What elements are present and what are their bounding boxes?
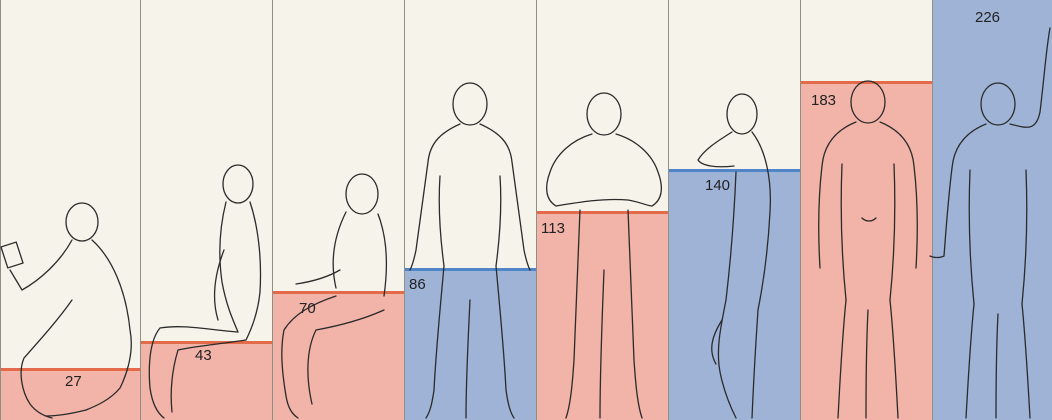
panel-fill: [273, 292, 404, 420]
panel-5: 113: [536, 0, 668, 420]
panel-4: 86: [404, 0, 536, 420]
height-label: 226: [975, 10, 1000, 26]
height-label: 70: [299, 301, 316, 317]
level-line: [1, 368, 140, 371]
panel-fill: [669, 170, 800, 420]
level-line: [405, 268, 536, 271]
panel-fill: [933, 0, 1052, 420]
panel-fill: [801, 82, 932, 420]
level-line: [537, 211, 668, 214]
panel-2: 43: [140, 0, 272, 420]
panel-7: 183: [800, 0, 932, 420]
level-line: [273, 291, 404, 294]
height-label: 113: [541, 221, 565, 237]
height-label: 86: [409, 277, 426, 293]
level-line: [669, 169, 800, 172]
panel-6: 140: [668, 0, 800, 420]
level-line: [141, 341, 272, 344]
height-label: 43: [195, 348, 212, 364]
level-line: [801, 81, 932, 84]
height-label: 183: [811, 93, 836, 109]
panel-8: 226: [932, 0, 1052, 420]
panel-3: 70: [272, 0, 404, 420]
height-label: 140: [705, 178, 730, 194]
height-label: 27: [65, 374, 82, 390]
panel-1: 27: [0, 0, 140, 420]
panel-fill: [537, 212, 668, 420]
